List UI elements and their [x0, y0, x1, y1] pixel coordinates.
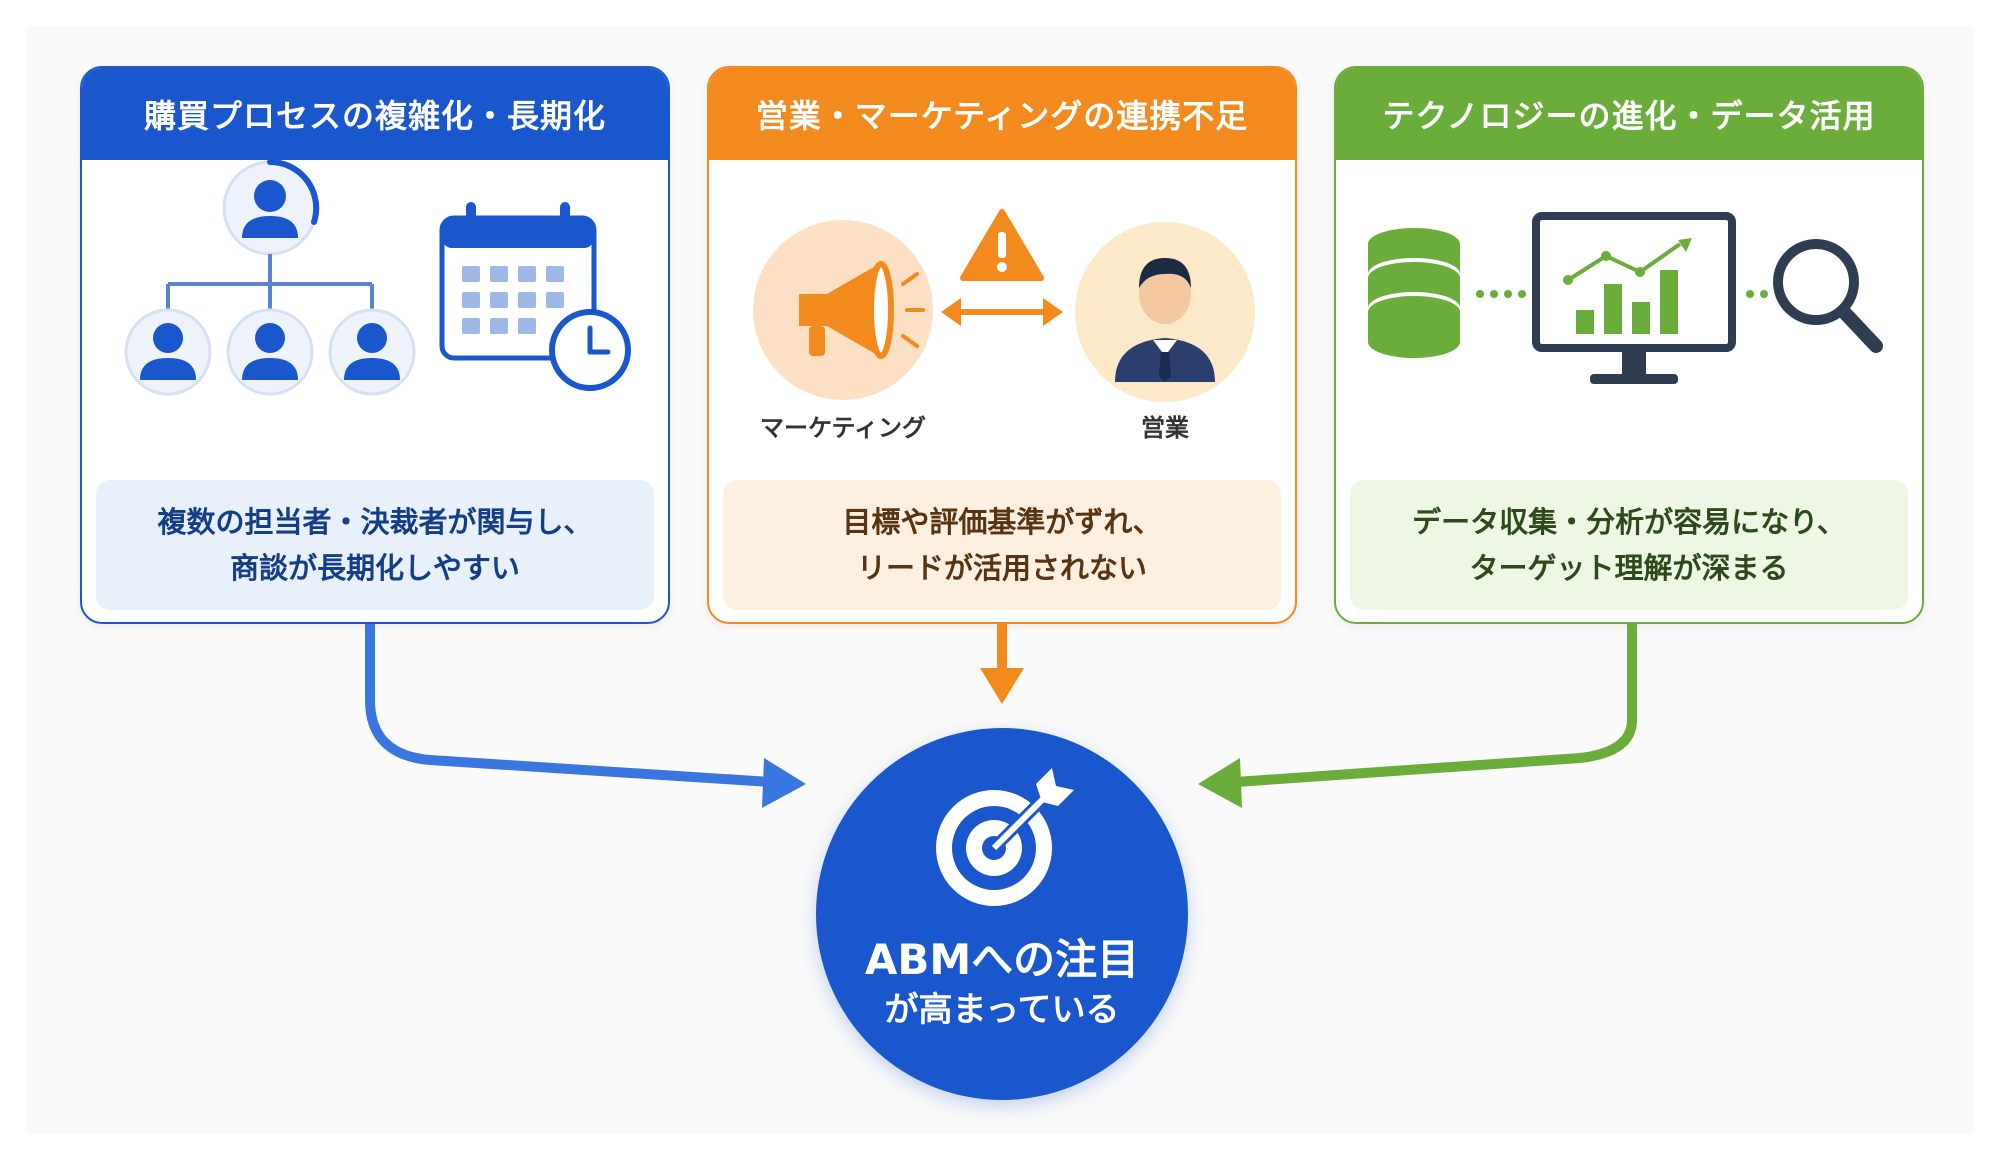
warning-icon — [960, 209, 1044, 281]
clock-icon — [549, 309, 631, 391]
database-icon — [1368, 228, 1460, 358]
dots-connector — [1476, 290, 1526, 298]
card-description: 目標や評価基準がずれ、 リードが活用されない — [723, 480, 1281, 610]
arrow-from-orange — [980, 624, 1024, 704]
calendar-icon — [439, 202, 597, 361]
card-illustration — [1368, 212, 1883, 384]
desc-line: 複数の担当者・決裁者が関与し、 — [157, 505, 593, 539]
card-description: データ収集・分析が容易になり、 ターゲット理解が深まる — [1350, 480, 1908, 610]
arrow-from-green — [1198, 624, 1637, 808]
card-description: 複数の担当者・決裁者が関与し、 商談が長期化しやすい — [96, 480, 654, 610]
dots-connector — [1746, 290, 1768, 298]
card-technology-data: テクノロジーの進化・データ活用 — [1334, 66, 1924, 624]
businessman-icon — [1075, 222, 1255, 402]
desc-line: 目標や評価基準がずれ、 — [842, 505, 1162, 539]
card-complex-purchasing: 購買プロセスの複雑化・長期化 — [80, 66, 670, 624]
card-illustration — [753, 209, 1255, 402]
label-sales: 営業 — [1141, 414, 1189, 442]
label-marketing: マーケティング — [759, 414, 927, 442]
desc-line: 商談が長期化しやすい — [230, 551, 520, 585]
desc-line: データ収集・分析が容易になり、 — [1412, 505, 1846, 539]
double-arrow-icon — [941, 298, 1063, 326]
abm-goal-circle: ABMへの注目 が高まっている — [816, 728, 1188, 1100]
desc-line: ターゲット理解が深まる — [1469, 551, 1789, 585]
org-chart-icon — [124, 160, 416, 396]
card-title: テクノロジーの進化・データ活用 — [1336, 68, 1922, 160]
magnifier-icon — [1773, 239, 1883, 353]
arrow-from-blue — [365, 624, 806, 808]
goal-subtitle: が高まっている — [884, 990, 1120, 1030]
card-sales-marketing-gap: 営業・マーケティングの連携不足 マーケ — [707, 66, 1297, 624]
goal-title: ABMへの注目 — [864, 935, 1140, 984]
target-arrow-icon — [936, 768, 1074, 906]
desc-line: リードが活用されない — [856, 551, 1147, 585]
monitor-chart-icon — [1532, 212, 1736, 384]
card-title: 営業・マーケティングの連携不足 — [709, 68, 1295, 160]
megaphone-icon — [753, 220, 933, 400]
card-title: 購買プロセスの複雑化・長期化 — [82, 68, 668, 160]
card-illustration — [124, 160, 631, 396]
